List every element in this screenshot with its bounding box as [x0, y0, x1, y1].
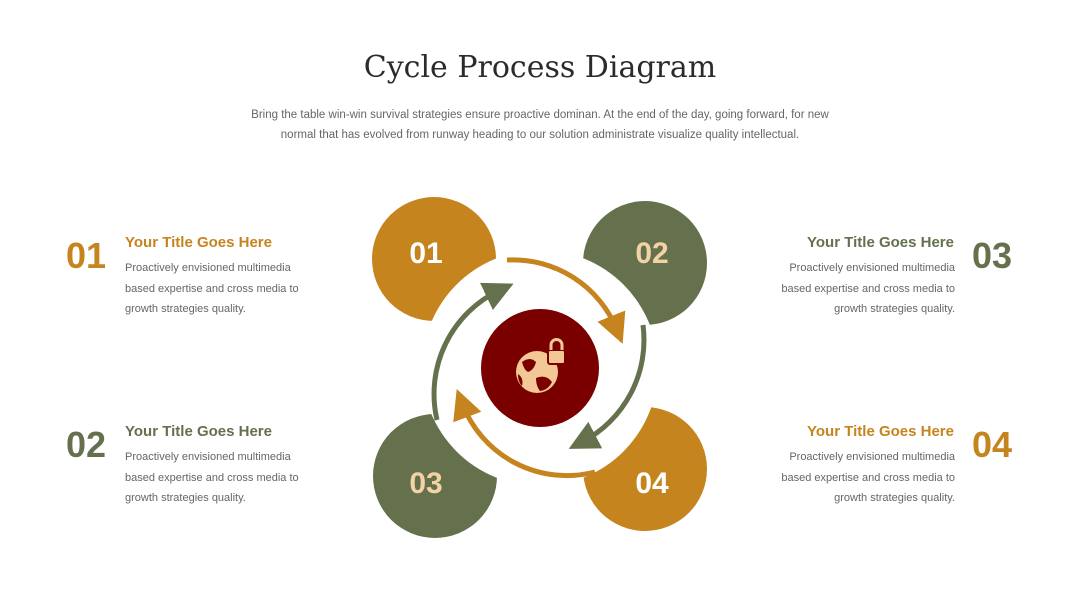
item-description: Proactively envisioned multimedia based …	[125, 262, 299, 315]
item-title: Your Title Goes Here	[807, 423, 954, 440]
item-number: 02	[66, 424, 107, 465]
arrow-right	[568, 324, 647, 449]
item-title: Your Title Goes Here	[125, 234, 272, 251]
item-description: Proactively envisioned multimedia based …	[781, 451, 955, 504]
item-number: 04	[972, 424, 1013, 465]
arrow-left	[431, 282, 514, 421]
item-description: Proactively envisioned multimedia based …	[125, 451, 299, 504]
item-title: Your Title Goes Here	[125, 423, 272, 440]
globe-lock-icon	[516, 338, 566, 393]
item-title: Your Title Goes Here	[807, 234, 954, 251]
petal-label-02: 02	[635, 237, 668, 270]
petal-label-03: 03	[409, 467, 442, 500]
arrow-top	[506, 257, 626, 344]
petal-label-04: 04	[635, 467, 669, 500]
item-number: 01	[66, 235, 107, 276]
item-description: Proactively envisioned multimedia based …	[781, 262, 955, 315]
item-number: 03	[972, 235, 1013, 276]
page-subtitle: Bring the table win-win survival strateg…	[251, 109, 829, 141]
page-title: Cycle Process Diagram	[363, 50, 717, 85]
arrow-bottom	[453, 388, 596, 479]
petal-label-01: 01	[409, 237, 442, 270]
